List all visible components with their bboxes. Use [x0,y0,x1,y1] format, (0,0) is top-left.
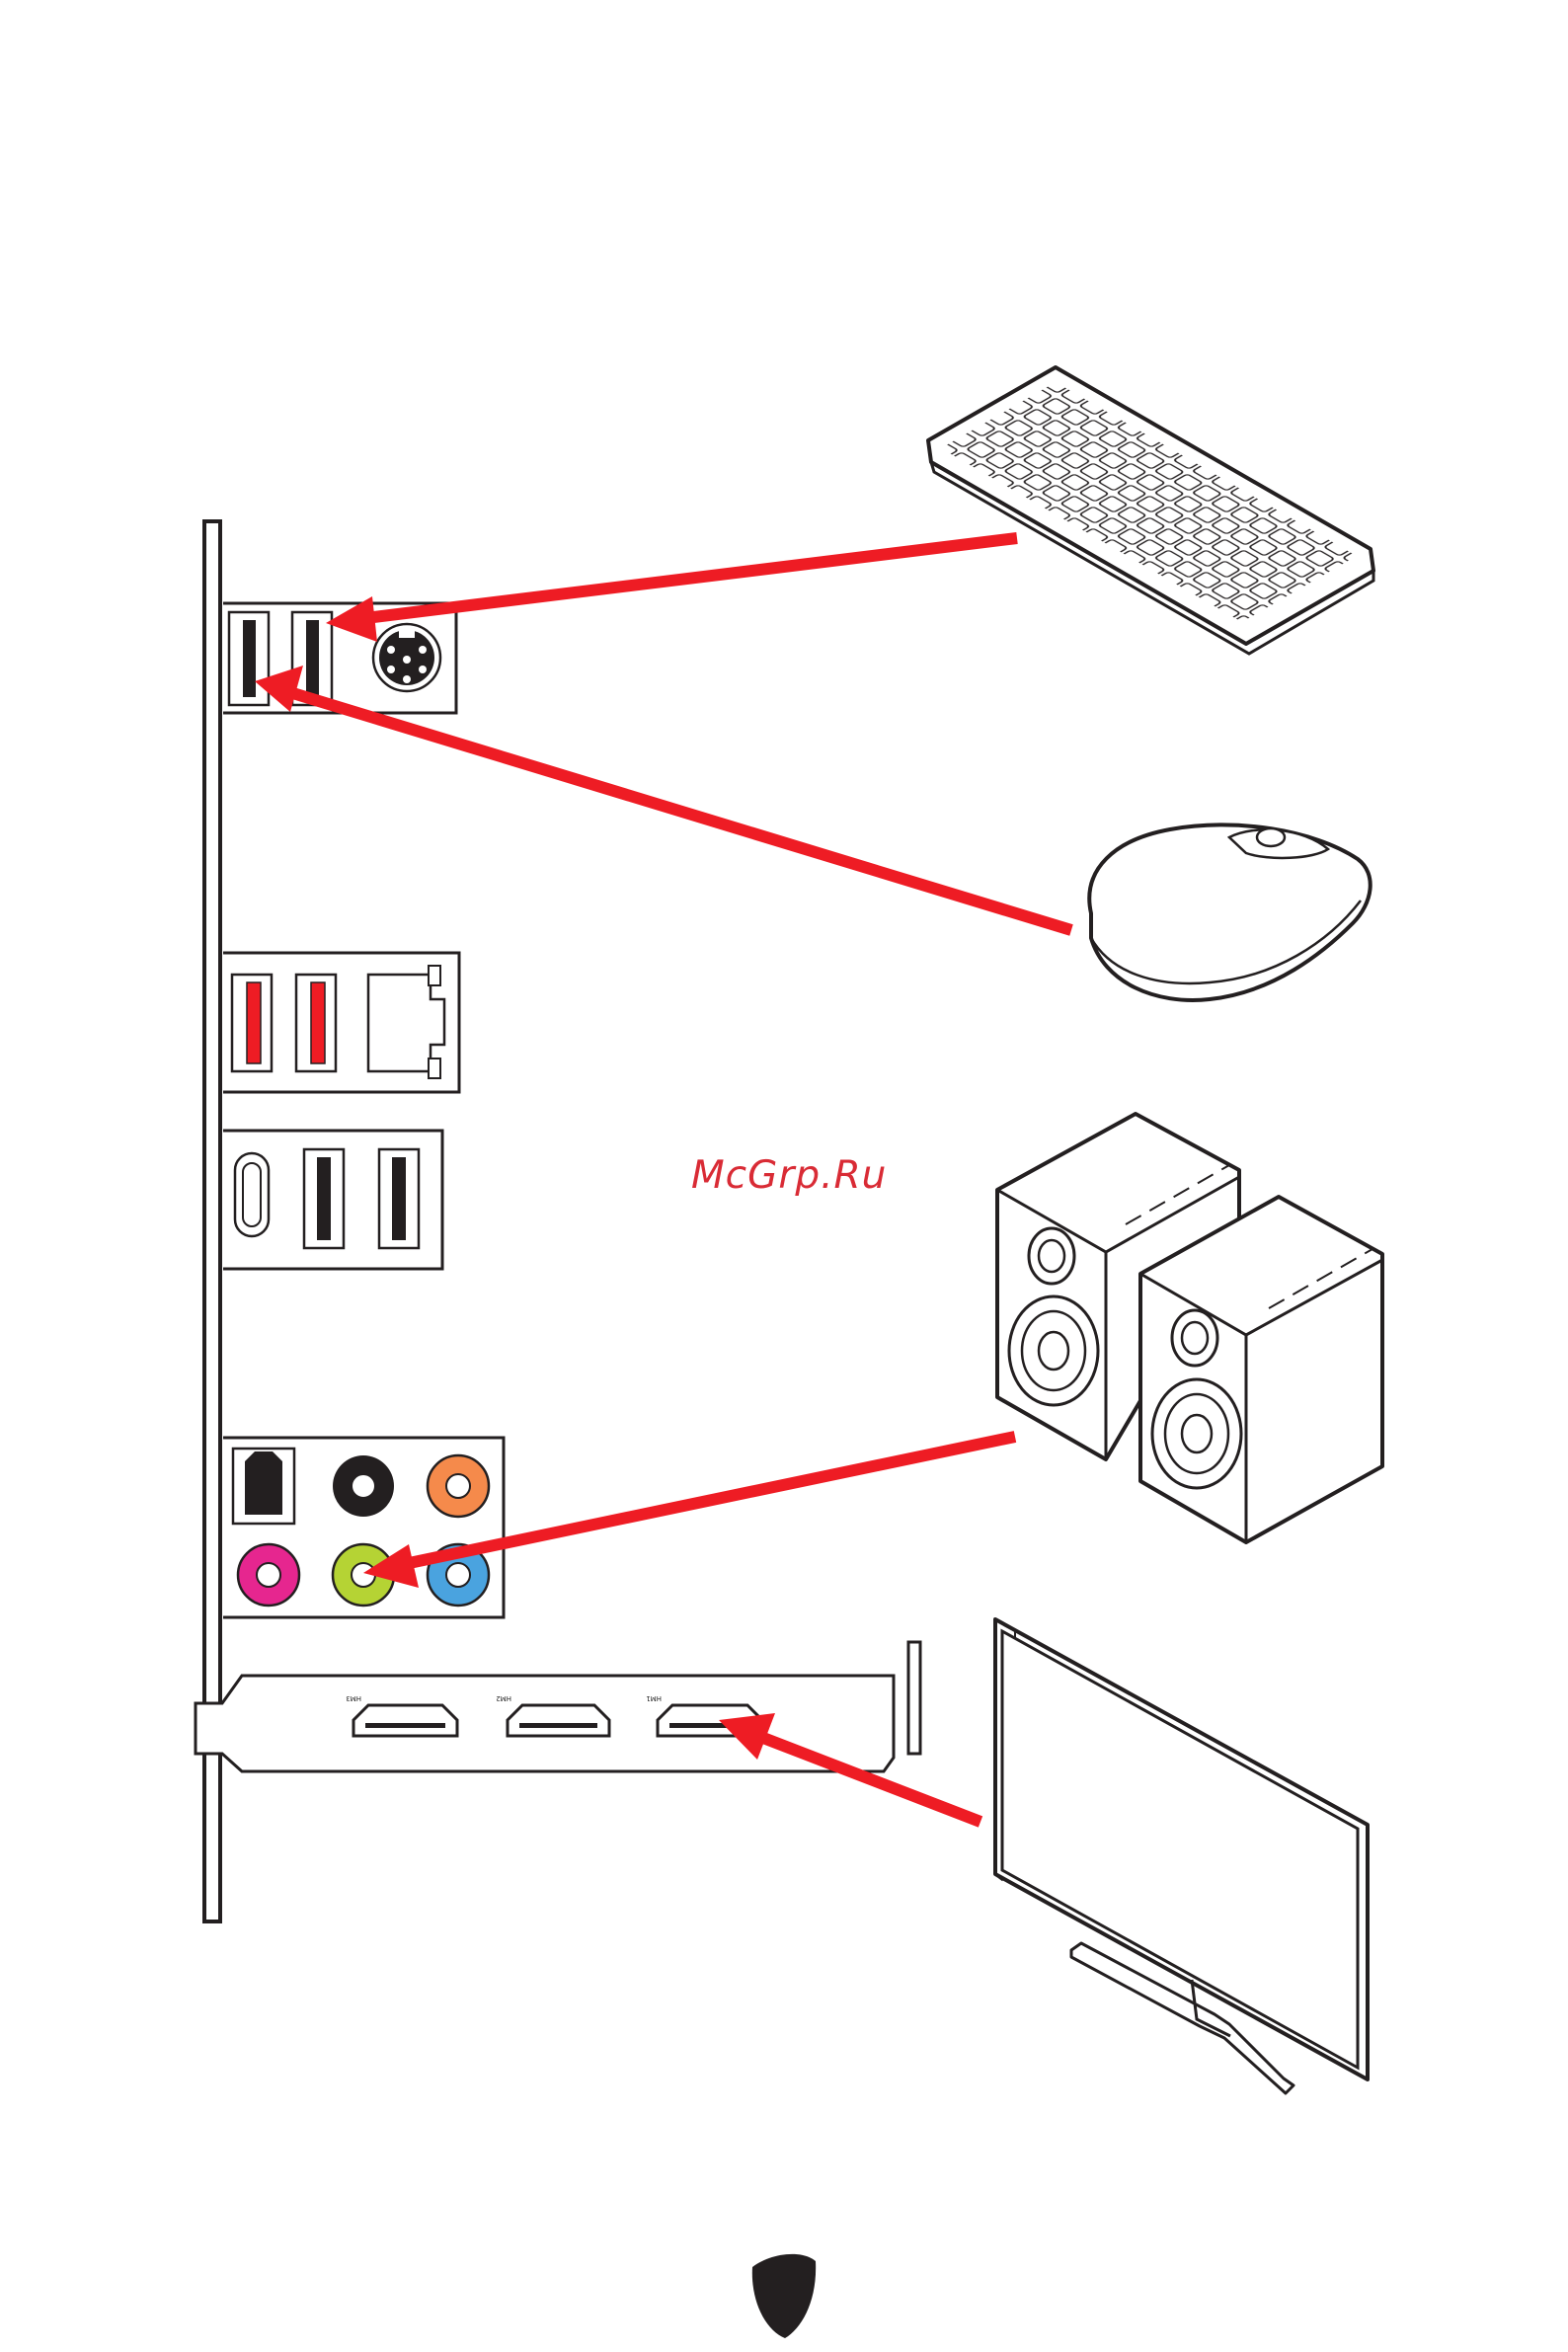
audio-jack-black[interactable] [333,1455,394,1517]
usb-c-port[interactable] [235,1153,269,1236]
speakers-icon [997,1114,1382,1542]
mouse-icon [1089,824,1370,1000]
msi-shield-icon [752,2254,816,2338]
optical-spdif-port[interactable] [233,1449,294,1524]
audio-port-group [223,1438,504,1617]
usb-lan-port-group [223,953,459,1092]
hdmi-label-3: HM3 [346,1694,361,1702]
keyboard-icon [928,367,1373,654]
hdmi-label-1: HM1 [646,1694,662,1702]
hdmi-label-2: HM2 [496,1694,511,1702]
usb-c-usb-a-port-group [223,1131,442,1269]
watermark-text: McGrp.Ru [691,1153,889,1198]
lan-port[interactable] [368,966,444,1078]
ps2-port[interactable] [373,624,440,691]
audio-jack-pink[interactable] [238,1544,299,1606]
audio-jack-orange[interactable] [428,1455,489,1517]
monitor-icon [995,1619,1368,2093]
